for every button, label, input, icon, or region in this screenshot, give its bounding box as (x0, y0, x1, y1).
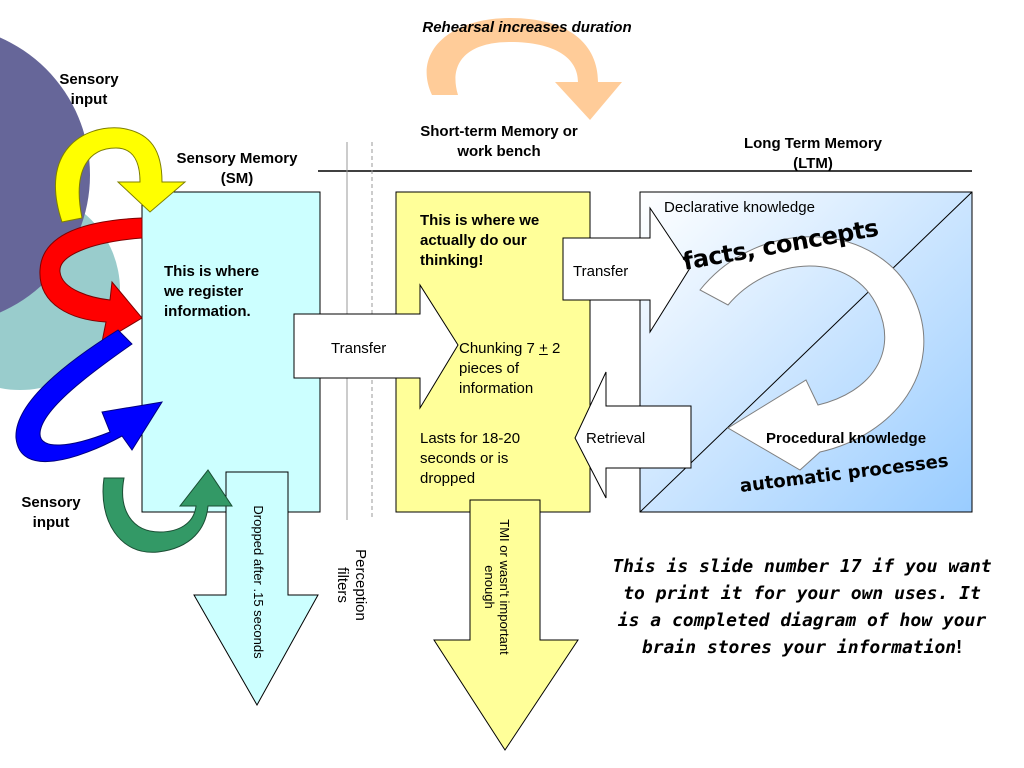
short-term-chunking: Chunking 7 + 2 pieces of information (459, 339, 567, 399)
dropped-label: Dropped after .15 seconds (251, 505, 266, 659)
rehearsal-label: Rehearsal increases duration (422, 19, 632, 36)
sensory-memory-box (141, 191, 321, 513)
transfer-arrow-sm-st (293, 283, 459, 410)
rehearsal-arrow (426, 18, 622, 120)
chunking-plusminus: + (539, 340, 548, 357)
sensory-memory-body: This is where we register information. (164, 263, 260, 320)
retrieval-label: Retrieval (586, 430, 646, 447)
tmi-arrow (433, 499, 579, 751)
long-term-title: Long Term Memory (LTM) (743, 135, 883, 172)
slide-note: This is slide number 17 if you want to p… (612, 553, 992, 661)
transfer-sm-st-label: Transfer (331, 340, 387, 357)
dropped-arrow (193, 471, 319, 707)
short-term-thinking: This is where we actually do our thinkin… (420, 212, 540, 269)
tmi-label: TMI or wasn't important enough (482, 502, 512, 672)
declarative-label: Declarative knowledge (664, 199, 815, 216)
transfer-arrow-st-ltm (562, 206, 691, 334)
transfer-st-ltm-label: Transfer (573, 263, 629, 280)
sensory-input-bottom-label: Sensory input (21, 494, 81, 531)
chunking-suffix: 2 pieces of information (459, 340, 561, 397)
green-sensory-arrow (102, 469, 233, 553)
tmi-text: TMI or wasn't important enough (482, 519, 512, 655)
short-term-lasts: Lasts for 18-20 seconds or is dropped (420, 430, 521, 487)
yellow-sensory-arrow (55, 127, 187, 223)
sensory-memory-title: Sensory Memory (SM) (176, 150, 298, 187)
blue-sensory-arrow (15, 329, 164, 462)
slide-note-text: This is slide number 17 if you want to p… (612, 556, 992, 658)
retrieval-arrow (574, 371, 692, 499)
procedural-label: Procedural knowledge (766, 430, 927, 447)
short-term-title: Short-term Memory or work bench (420, 123, 578, 160)
sensory-input-top-label: Sensory input (59, 71, 119, 108)
perception-filters-text: Perception filters (334, 549, 369, 621)
ltm-cycle-arrow (699, 236, 925, 471)
ltm-diagonal (639, 191, 973, 513)
perception-filters-label: Perception filters (333, 530, 369, 640)
chunking-prefix: Chunking 7 (459, 340, 540, 357)
slide-note-tail: ! (956, 637, 963, 657)
